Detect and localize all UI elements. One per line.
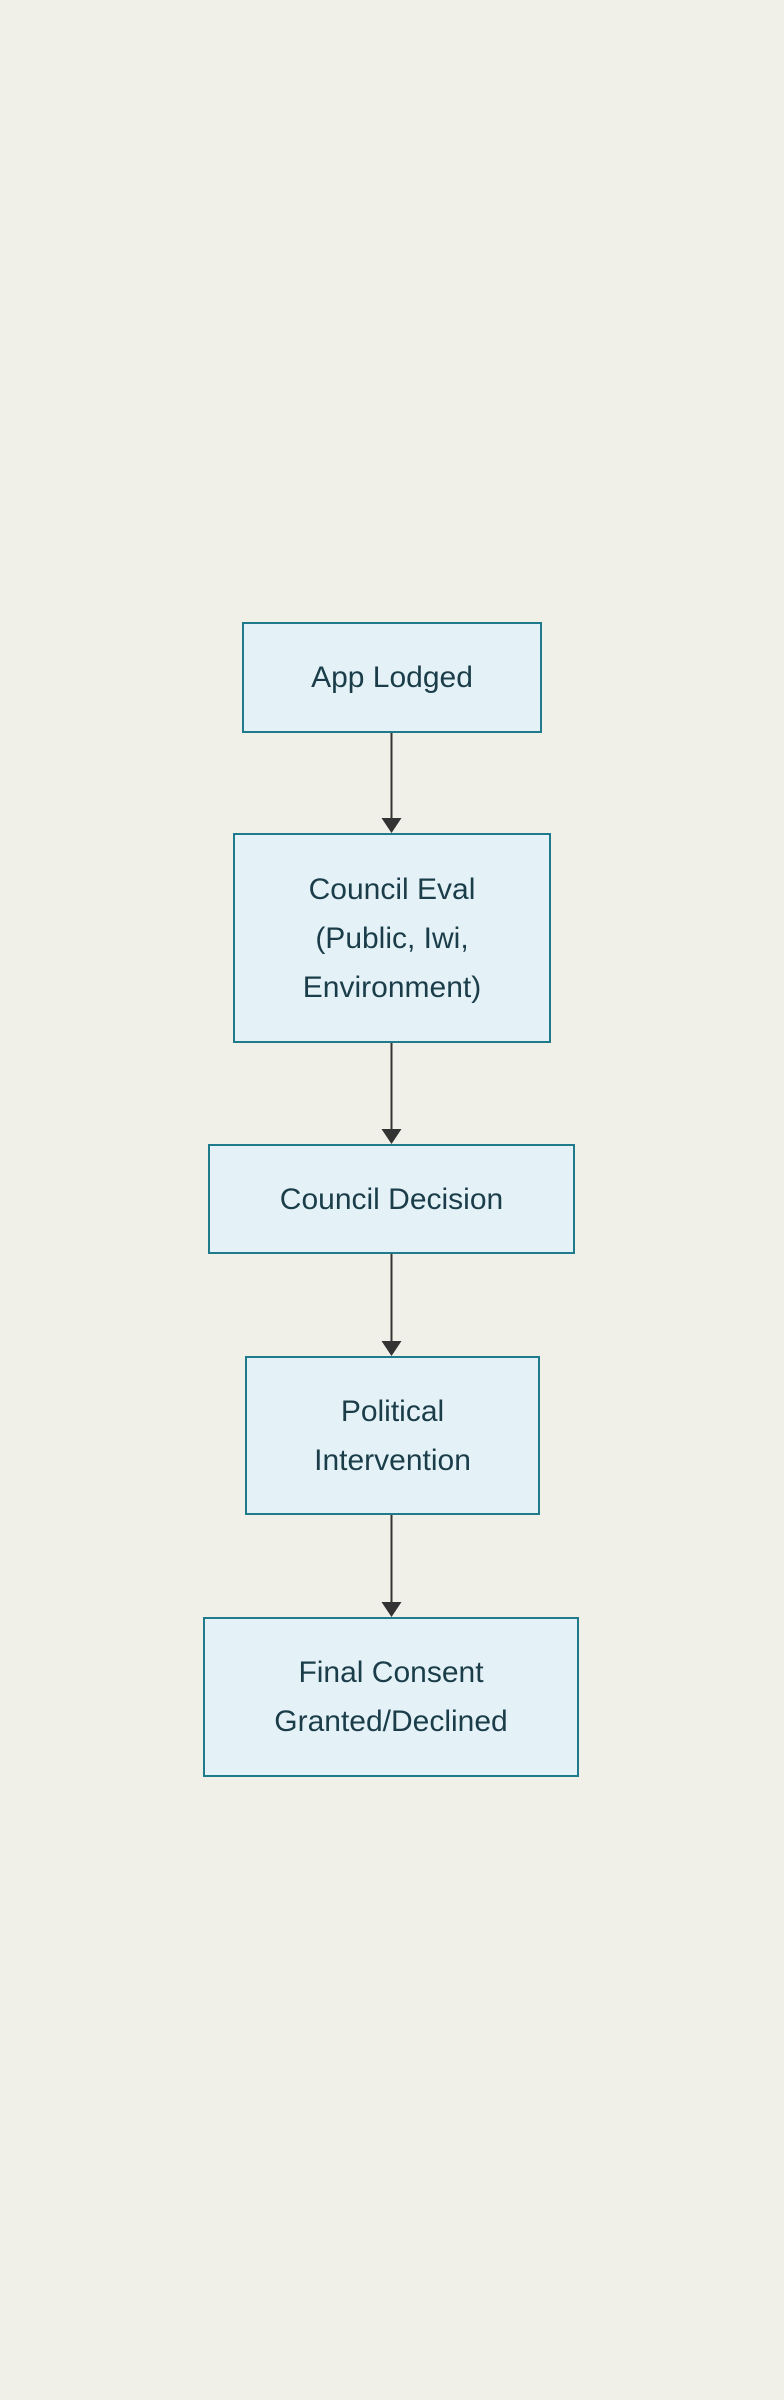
node-label-line: Intervention	[314, 1443, 471, 1477]
node-council-decision: Council Decision	[208, 1144, 575, 1254]
node-council-eval: Council Eval (Public, Iwi, Environment)	[233, 833, 551, 1043]
node-label-line: (Public, Iwi,	[315, 921, 469, 955]
arrow-council-eval-to-council-decision	[381, 1043, 402, 1144]
node-app-lodged: App Lodged	[242, 622, 542, 733]
node-label-line: Final Consent	[298, 1656, 484, 1689]
node-political-intervention: Political Intervention	[245, 1356, 540, 1515]
node-label-line: Political	[340, 1394, 445, 1428]
arrow-council-decision-to-political-intervention	[381, 1254, 402, 1356]
node-label: Council Decision	[279, 1182, 504, 1216]
node-label-line: Council Eval	[308, 872, 476, 906]
node-label-line: Environment)	[302, 970, 482, 1004]
arrow-app-lodged-to-council-eval	[381, 733, 402, 833]
node-final-consent: Final Consent Granted/Declined	[203, 1617, 579, 1777]
node-label-line: Granted/Declined	[274, 1705, 508, 1738]
arrow-political-intervention-to-final-consent	[381, 1515, 402, 1617]
node-label: App Lodged	[311, 661, 473, 694]
